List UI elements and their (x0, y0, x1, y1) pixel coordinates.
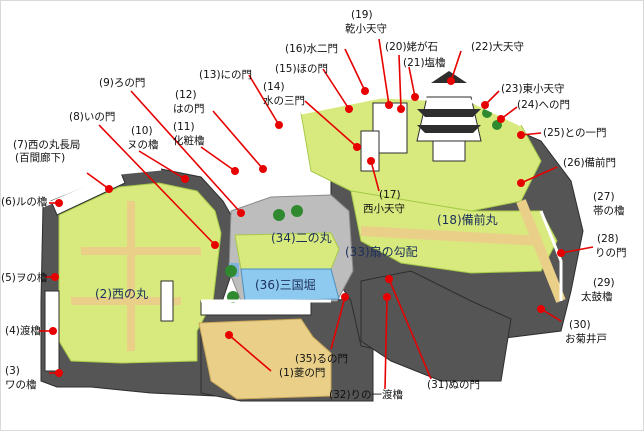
nishi-no-maru (44, 172, 222, 372)
label-okiku-ido: お菊井戸 (565, 333, 607, 345)
ni-no-maru (198, 194, 354, 400)
label-ubagaishi: (20)姥が石 (385, 41, 439, 53)
label-nishi-kotenshu-number: (17) (379, 189, 401, 201)
label-nu-yagura: ヌの櫓 (127, 139, 159, 151)
area-bizen-maru: (18)備前丸 (437, 213, 498, 227)
label-hishi-no-mon: (1)菱の門 (279, 367, 326, 379)
label-ni-no-mon: (13)にの門 (199, 69, 253, 81)
label-taiko-yagura: 太鼓櫓 (581, 291, 613, 303)
label-ri-no-ichi-watari-yagura: (32)りの一渡櫓 (329, 389, 404, 401)
honmaru (225, 71, 566, 303)
area-ogi-no-kobai: (33)扇の勾配 (345, 245, 418, 259)
label-higashi-kotenshu: (23)東小天守 (501, 83, 565, 95)
label-ha-no-mon-number: (12) (175, 89, 197, 101)
label-nu-no-mon: (31)ぬの門 (427, 379, 481, 391)
label-mizu-san-mon: 水の三門 (263, 95, 305, 107)
label-mizu-ni-mon: (16)水二門 (285, 43, 339, 55)
label-he-no-mon: (24)への門 (517, 99, 571, 111)
label-kesho-yagura: 化粧櫓 (173, 135, 205, 147)
label-wa-yagura: ワの櫓 (5, 379, 37, 391)
label-watari-yagura: (4)渡櫓 (5, 325, 41, 337)
label-to-no-ichimon: (25)との一門 (543, 127, 607, 139)
label-ru-no-mon: (35)るの門 (295, 353, 349, 365)
label-ru-yagura: (6)ルの櫓 (1, 196, 48, 208)
label-i-no-mon: (8)いの門 (69, 111, 116, 123)
label-mizu-san-mon-number: (14) (263, 81, 285, 93)
label-ro-no-mon: (9)ろの門 (99, 77, 146, 89)
label-bizen-mon: (26)備前門 (563, 157, 617, 169)
label-kesho-yagura-number: (11) (173, 121, 195, 133)
area-nishi-no-maru: (2)西の丸 (95, 287, 148, 301)
label-dai-tenshu: (22)大天守 (471, 41, 525, 53)
label-wo-yagura: (5)ヲの櫓 (1, 272, 48, 284)
label-wa-yagura-number: (3) (5, 365, 20, 377)
label-inui-kotenshu: 乾小天守 (345, 23, 387, 35)
area-sankoku-bori: (36)三国堀 (255, 278, 316, 292)
area-ni-no-maru: (34)二の丸 (271, 231, 332, 245)
label-ri-no-mon: りの門 (595, 247, 627, 259)
label-inui-kotenshu-number: (19) (351, 9, 373, 21)
label-okiku-ido-number: (30) (569, 319, 591, 331)
label-nu-yagura-number: (10) (131, 125, 153, 137)
label-obi-yagura: 帯の櫓 (593, 205, 625, 217)
label-shio-yagura: (21)塩櫓 (403, 57, 446, 69)
label-ri-no-mon-number: (28) (597, 233, 619, 245)
label-ho-no-mon: (15)ほの門 (275, 63, 329, 75)
label-hyakken-roka: (百間廊下) (15, 152, 66, 164)
wall-tops (42, 95, 563, 303)
label-nishi-kotenshu: 西小天守 (363, 203, 405, 215)
leader-lines (39, 38, 594, 390)
label-taiko-yagura-number: (29) (593, 277, 615, 289)
label-obi-yagura-number: (27) (593, 191, 615, 203)
label-nishi-nagatsubone: (7)西の丸長局 (13, 139, 81, 151)
label-ha-no-mon: はの門 (173, 103, 205, 115)
